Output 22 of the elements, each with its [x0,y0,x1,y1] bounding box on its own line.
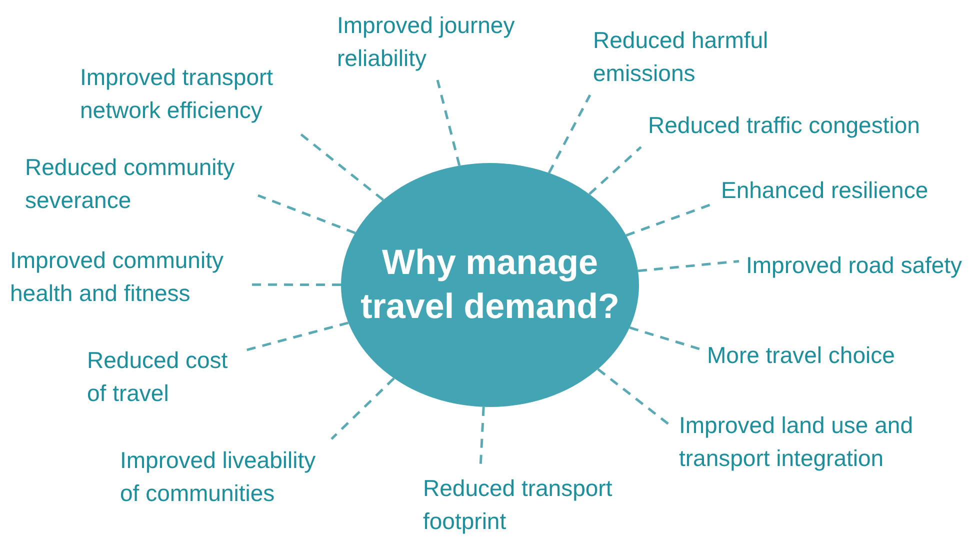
benefit-label: Reduced harmful emissions [593,26,770,88]
dashed-connector [629,326,700,350]
dashed-connector [588,146,642,196]
benefit-label: Enhanced resilience [721,176,930,205]
dashed-connector [548,94,592,174]
benefit-label: Improved land use and transport integration [679,411,914,473]
benefit-label: Reduced cost of travel [87,346,229,408]
benefit-label: Improved liveability of communities [120,446,317,508]
dashed-connector [436,80,461,166]
benefit-label: Reduced transport footprint [423,474,614,536]
benefit-label: Reduced traffic congestion [648,111,921,140]
benefit-label: Improved transport network efficiency [80,63,274,125]
benefit-label: Improved community health and fitness [10,246,224,308]
benefit-label: Improved journey reliability [337,11,516,73]
benefit-label: Improved road safety [746,251,964,280]
central-question: Why manage travel demand? [360,242,620,328]
dashed-connector [638,260,740,272]
dashed-connector [330,377,395,440]
dashed-connector [244,322,349,352]
benefit-label: More travel choice [707,341,896,370]
benefit-label: Reduced community severance [25,153,236,215]
dashed-connector [258,194,356,234]
